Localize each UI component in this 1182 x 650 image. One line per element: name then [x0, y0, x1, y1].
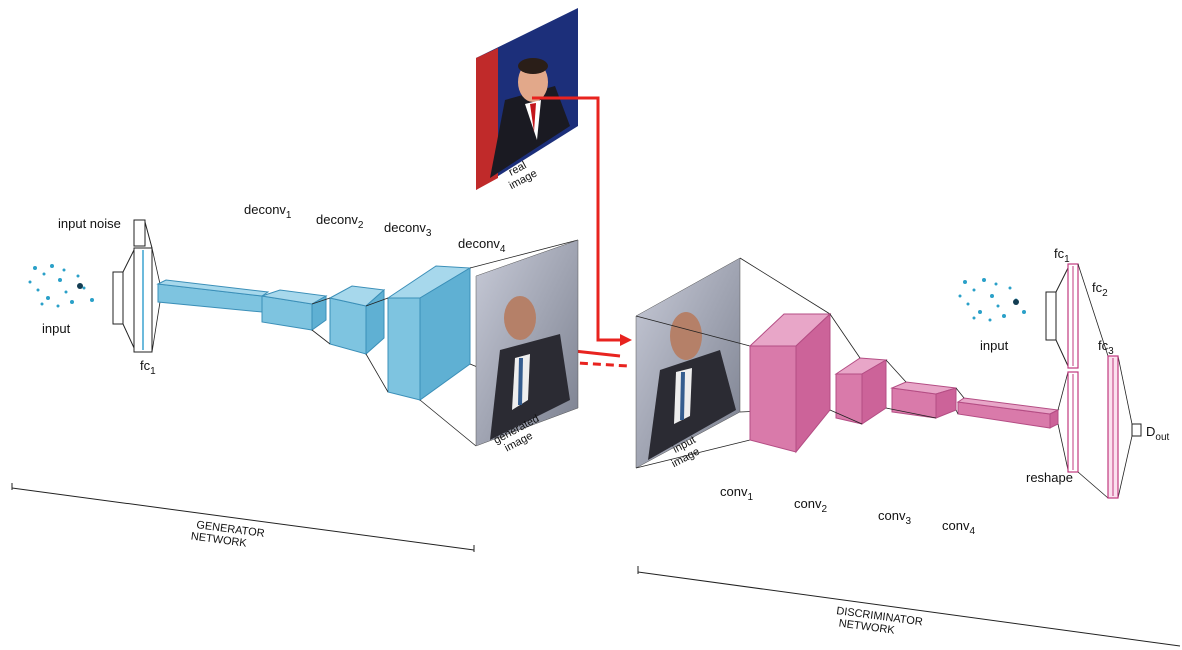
discriminator-fc-connectors — [1077, 263, 1133, 499]
discriminator-conv2-block — [834, 357, 888, 425]
discriminator-conv3-block — [890, 381, 957, 419]
discriminator-fc2-label: fc2 — [1092, 280, 1108, 299]
discriminator-input-icon — [958, 278, 1026, 322]
generator-connectors — [151, 247, 161, 353]
generator-fc-block — [156, 279, 270, 313]
discriminator-conv4-block — [956, 397, 1060, 429]
real-image — [476, 8, 578, 190]
real-image-arrow — [532, 96, 622, 342]
deconv1-label: deconv1 — [244, 202, 292, 221]
conv4-label: conv4 — [942, 518, 975, 537]
discriminator-output-box — [1131, 423, 1142, 437]
deconv3-label: deconv3 — [384, 220, 432, 239]
generator-deconv1-block — [261, 289, 328, 331]
generator-section-label: GENERATOR NETWORK — [190, 519, 268, 553]
discriminator-section-label: DISCRIMINATOR NETWORK — [834, 605, 926, 641]
generator-fc1-layer — [133, 221, 153, 353]
conv2-label: conv2 — [794, 496, 827, 515]
conv1-label: conv1 — [720, 484, 753, 503]
discriminator-output-label: Dout — [1146, 424, 1170, 443]
generator-deconv2-block — [328, 285, 386, 356]
discriminator-fc1-layer — [1067, 263, 1079, 369]
reshape-label: reshape — [1026, 470, 1073, 485]
generator-noise-box — [133, 219, 146, 247]
discriminator-reshape-layer — [1067, 371, 1079, 473]
discriminator-input-vector — [1045, 291, 1057, 341]
discriminator-block-connectors — [829, 313, 1069, 471]
discriminator-input-image — [635, 257, 741, 469]
discriminator-fc3-layer — [1107, 355, 1119, 499]
deconv4-label: deconv4 — [458, 236, 506, 255]
generator-input-label: input — [42, 321, 71, 336]
generator-fc1-label: fc1 — [140, 358, 156, 377]
discriminator-bracket — [637, 566, 1181, 647]
generator-noise-label: input noise — [58, 216, 121, 231]
generated-image — [475, 239, 579, 447]
generator-bracket — [11, 483, 475, 552]
deconv2-label: deconv2 — [316, 212, 364, 231]
generator-input-icon — [28, 264, 94, 308]
discriminator-conv1-block — [748, 312, 832, 454]
real-arrow-head — [620, 334, 632, 346]
discriminator-fc1-label: fc1 — [1054, 246, 1070, 265]
discriminator-input-label: input — [980, 338, 1009, 353]
generator-deconv3-block — [386, 265, 472, 401]
conv3-label: conv3 — [878, 508, 911, 527]
generator-input-vector — [112, 271, 124, 325]
discriminator-input-caption: input image — [664, 433, 706, 471]
discriminator-fc3-label: fc3 — [1098, 338, 1114, 357]
